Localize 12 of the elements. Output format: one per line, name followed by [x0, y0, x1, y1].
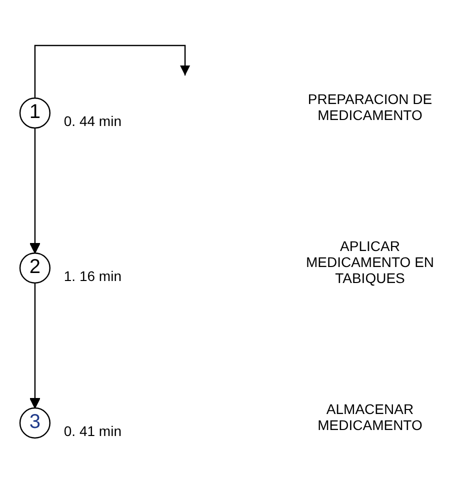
- step-circle: 2: [19, 252, 51, 284]
- duration-text: 0. 41 min: [64, 422, 122, 440]
- step-circle: 1: [19, 97, 51, 129]
- arrow: [29, 282, 40, 409]
- arrow: [29, 128, 40, 254]
- arrow: [34, 44, 190, 98]
- step-description: ALMACENAR MEDICAMENTO: [316, 400, 424, 434]
- step-description: PREPARACION DE MEDICAMENTO: [306, 90, 434, 124]
- duration-text: 1. 16 min: [64, 268, 122, 284]
- step-description: APLICAR MEDICAMENTO EN TABIQUES: [304, 238, 436, 286]
- duration-text: 0. 44 min: [64, 112, 122, 130]
- step-circle: 3: [19, 407, 51, 439]
